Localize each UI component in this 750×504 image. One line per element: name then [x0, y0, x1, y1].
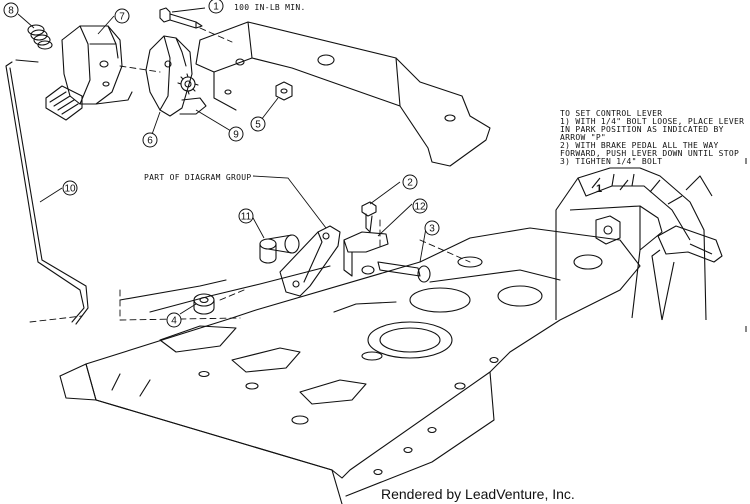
callout-circle-3: [424, 220, 440, 236]
group-note: PART OF DIAGRAM GROUP: [144, 173, 251, 182]
lever-inset: [555, 167, 723, 321]
frame-deck: [59, 227, 641, 504]
pin: [361, 261, 431, 283]
instructions-block: TO SET CONTROL LEVER 1) WITH 1/4" BOLT L…: [560, 109, 744, 166]
instruction-line: ARROW "P": [560, 133, 606, 142]
inset-dial-mark: 1: [596, 183, 602, 195]
instructions-title: TO SET CONTROL LEVER: [560, 109, 662, 118]
callout-circle-7: [114, 8, 130, 24]
linkage-rod: [5, 59, 89, 325]
nut: [275, 81, 293, 101]
callout-number-4: 4: [171, 316, 177, 327]
control-housing: [45, 25, 133, 121]
spring: [27, 24, 53, 50]
callout-number-7: 7: [119, 12, 125, 23]
instruction-line: 1) WITH 1/4" BOLT LOOSE, PLACE LEVER: [560, 117, 744, 126]
callout-number-1: 1: [213, 2, 219, 13]
callout-number-11: 11: [241, 212, 252, 223]
angle-bracket: [343, 231, 389, 277]
instruction-line: 3) TIGHTEN 1/4" BOLT: [560, 157, 662, 166]
callout-number-6: 6: [147, 136, 153, 147]
hex-bolt: [159, 7, 203, 29]
brake-arm: [279, 225, 341, 297]
instruction-line: FORWARD, PUSH LEVER DOWN UNTIL STOP: [560, 149, 739, 158]
screw: [361, 201, 377, 233]
bushing: [259, 234, 300, 264]
reference-lines: [29, 27, 471, 323]
callout-number-3: 3: [429, 224, 435, 235]
callout-circle-4: [166, 312, 182, 328]
spacer: [193, 293, 215, 315]
callout-circle-6: [142, 132, 158, 148]
upper-bracket: [195, 21, 491, 167]
gear-sector-plate: [145, 35, 207, 117]
callout-circle-8: [3, 2, 19, 18]
callout-number-9: 9: [233, 130, 239, 141]
callout-circle-9: [228, 126, 244, 142]
instruction-line: 2) WITH BRAKE PEDAL ALL THE WAY: [560, 141, 719, 150]
callout-number-2: 2: [407, 178, 413, 189]
footer-credit: Rendered by LeadVenture, Inc.: [381, 486, 575, 502]
callout-circle-11: [238, 208, 254, 224]
callout-number-8: 8: [8, 6, 14, 17]
instruction-line: IN PARK POSITION AS INDICATED BY: [560, 125, 724, 134]
callout-number-5: 5: [255, 120, 261, 131]
callout-number-12: 12: [414, 202, 426, 213]
torque-note: 100 IN-LB MIN.: [234, 3, 306, 12]
callout-number-10: 10: [64, 184, 76, 195]
callout-circle-5: [250, 116, 266, 132]
callout-circle-1: [208, 0, 224, 14]
callout-circle-10: [62, 180, 78, 196]
callout-circle-12: [412, 198, 428, 214]
callout-circle-2: [402, 174, 418, 190]
